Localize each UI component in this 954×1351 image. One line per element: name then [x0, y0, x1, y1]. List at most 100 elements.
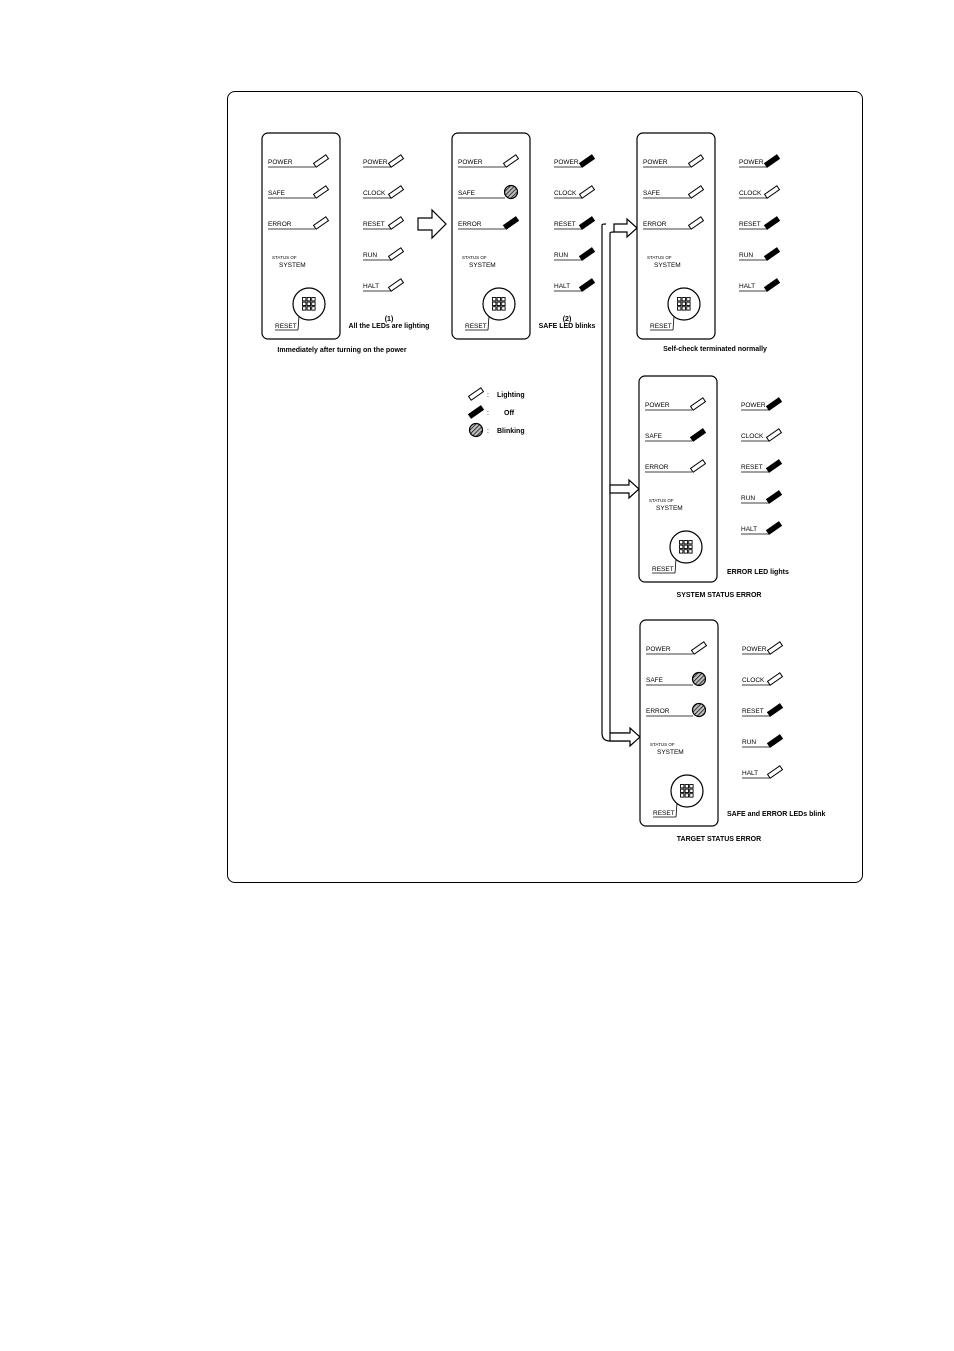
panel-led-error-icon — [312, 216, 330, 230]
branch-line — [601, 223, 615, 733]
panel-led-label-power: POWER — [458, 159, 483, 166]
state-caption: TARGET STATUS ERROR — [677, 836, 761, 843]
side-led-power-icon — [766, 641, 784, 655]
panel-led-safe-icon — [691, 671, 707, 687]
reset-button[interactable] — [669, 530, 703, 564]
side-led-run-icon — [766, 734, 784, 748]
panel-led-label-error: ERROR — [645, 464, 669, 471]
side-led-halt-icon — [765, 521, 783, 535]
emulator-panel — [261, 132, 341, 340]
side-led-clock-icon — [766, 672, 784, 686]
side-led-halt-icon — [578, 278, 596, 292]
panel-led-safe-icon — [312, 185, 330, 199]
system-label: SYSTEM — [654, 262, 681, 269]
panel-led-error-icon — [689, 459, 707, 473]
side-led-power-icon — [578, 154, 596, 168]
side-led-label-run: RUN — [742, 739, 756, 746]
legend-label-off: Off — [504, 410, 515, 417]
reset-button[interactable] — [292, 287, 326, 321]
side-led-reset-icon — [766, 703, 784, 717]
side-led-run-icon — [387, 247, 405, 261]
panel-led-label-error: ERROR — [268, 221, 292, 228]
side-led-label-power: POWER — [742, 646, 767, 653]
side-led-power-icon — [387, 154, 405, 168]
state-note: ERROR LED lights — [727, 569, 789, 576]
side-led-reset-icon — [763, 216, 781, 230]
side-led-label-reset: RESET — [742, 708, 764, 715]
branch-arrow-target-error — [609, 726, 641, 748]
panel-led-power-icon — [502, 154, 520, 168]
panel-led-error-icon — [502, 216, 520, 230]
legend-label-blinking: Blinking — [497, 428, 525, 435]
panel-led-label-error: ERROR — [646, 708, 670, 715]
panel-led-power-icon — [689, 397, 707, 411]
side-led-halt-icon — [766, 765, 784, 779]
panel-led-label-safe: SAFE — [643, 190, 661, 197]
transition-arrow — [417, 208, 447, 240]
panel-led-error-icon — [691, 702, 707, 718]
diagram-frame — [227, 91, 863, 883]
panel-led-label-error: ERROR — [643, 221, 667, 228]
reset-button[interactable] — [482, 287, 516, 321]
state-caption: Immediately after turning on the power — [277, 347, 406, 354]
side-led-label-run: RUN — [741, 495, 755, 502]
side-led-run-icon — [763, 247, 781, 261]
panel-led-error-icon — [687, 216, 705, 230]
reset-label: RESET — [650, 323, 672, 330]
state-self-check-ok: POWER SAFE ERROR STATUS OF SYSTEM RESET POWER C… — [636, 132, 781, 353]
side-led-label-reset: RESET — [741, 464, 763, 471]
status-of-label: STATUS OF — [647, 255, 672, 260]
side-led-label-run: RUN — [554, 252, 568, 259]
panel-led-label-safe: SAFE — [268, 190, 286, 197]
emulator-panel — [638, 375, 718, 583]
panel-led-label-error: ERROR — [458, 221, 482, 228]
reset-button[interactable] — [667, 287, 701, 321]
status-of-label: STATUS OF — [650, 742, 675, 747]
status-of-label: STATUS OF — [462, 255, 487, 260]
legend-off-icon — [467, 405, 485, 419]
legend-label-lighting: Lighting — [497, 392, 525, 399]
side-led-label-reset: RESET — [739, 221, 761, 228]
legend: :Lighting:Off:Blinking — [467, 387, 525, 438]
system-label: SYSTEM — [279, 262, 306, 269]
side-led-run-icon — [578, 247, 596, 261]
branch-arrow-system-error — [609, 478, 640, 500]
panel-led-label-power: POWER — [643, 159, 668, 166]
status-of-label: STATUS OF — [649, 498, 674, 503]
reset-label: RESET — [653, 810, 675, 817]
system-label: SYSTEM — [656, 505, 683, 512]
side-led-label-power: POWER — [741, 402, 766, 409]
side-led-label-halt: HALT — [741, 526, 757, 533]
side-led-label-halt: HALT — [739, 283, 755, 290]
side-led-reset-icon — [387, 216, 405, 230]
side-led-label-clock: CLOCK — [742, 677, 765, 684]
reset-label: RESET — [275, 323, 297, 330]
side-led-clock-icon — [765, 428, 783, 442]
state-number: (1) — [385, 316, 394, 323]
side-led-label-power: POWER — [739, 159, 764, 166]
panel-led-label-safe: SAFE — [646, 677, 664, 684]
emulator-panel — [639, 619, 719, 827]
panel-led-label-power: POWER — [646, 646, 671, 653]
legend-lighting-icon — [467, 387, 485, 401]
panel-led-safe-icon — [689, 428, 707, 442]
legend-separator: : — [487, 428, 489, 435]
side-led-label-clock: CLOCK — [739, 190, 762, 197]
state-caption: SYSTEM STATUS ERROR — [677, 592, 762, 599]
side-led-label-halt: HALT — [363, 283, 379, 290]
side-led-clock-icon — [763, 185, 781, 199]
side-led-label-run: RUN — [363, 252, 377, 259]
legend-separator: : — [487, 410, 489, 417]
panel-led-label-safe: SAFE — [458, 190, 476, 197]
side-led-label-reset: RESET — [554, 221, 576, 228]
emulator-panel — [636, 132, 716, 340]
panel-led-power-icon — [690, 641, 708, 655]
side-led-run-icon — [765, 490, 783, 504]
side-led-label-halt: HALT — [742, 770, 758, 777]
reset-button[interactable] — [670, 774, 704, 808]
state-note: SAFE and ERROR LEDs blink — [727, 811, 826, 818]
